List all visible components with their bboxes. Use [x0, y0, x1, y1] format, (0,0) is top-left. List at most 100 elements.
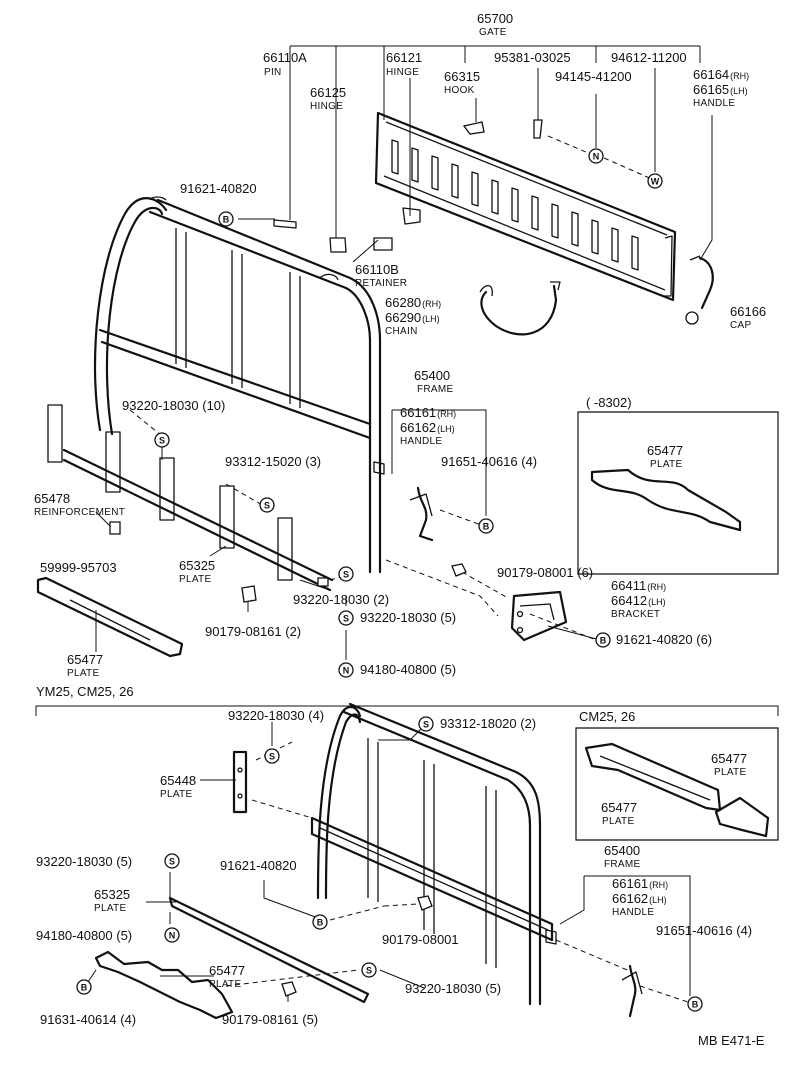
- part-number: 66110B: [355, 262, 399, 277]
- callout-n-icon: N: [169, 931, 176, 941]
- callout-s-icon: S: [159, 436, 165, 446]
- part-number: 66110A: [263, 50, 307, 65]
- part-number: 65477: [601, 800, 637, 815]
- plate-65477-top: [36, 576, 184, 658]
- reinforcement-strip: [47, 404, 334, 592]
- part-description: HINGE: [386, 67, 419, 78]
- callout-s-icon: S: [366, 966, 372, 976]
- part-number: 66280(RH): [385, 295, 441, 310]
- part-number: 65477: [647, 443, 683, 458]
- part-number: 65325: [94, 887, 130, 902]
- section-divider: [35, 705, 779, 716]
- part-number: 66162(LH): [612, 891, 667, 906]
- callout-b-icon: B: [81, 983, 88, 993]
- part-description: FRAME: [417, 384, 454, 395]
- part-number: 91621-40820: [220, 858, 297, 873]
- part-description: CAP: [730, 320, 751, 331]
- part-description: PLATE: [179, 574, 211, 585]
- part-number: 66164(RH): [693, 67, 749, 82]
- part-description: PLATE: [67, 668, 99, 679]
- part-number: 66290(LH): [385, 310, 440, 325]
- part-number: 91621-40820 (6): [616, 632, 712, 647]
- inset-title: CM25, 26: [579, 709, 635, 724]
- part-number: 66161(RH): [400, 405, 456, 420]
- diagram-code: MB E471-E: [698, 1033, 765, 1048]
- part-number: 93312-18020 (2): [440, 716, 536, 731]
- part-number: 91651-40616 (4): [656, 923, 752, 938]
- part-description: GATE: [479, 27, 507, 38]
- part-description: PIN: [264, 67, 282, 78]
- part-description: BRACKET: [611, 609, 660, 620]
- part-number: 65477: [711, 751, 747, 766]
- part-description: PLATE: [94, 903, 126, 914]
- callout-s-icon: S: [343, 614, 349, 624]
- part-description: PLATE: [650, 459, 682, 470]
- part-number: 59999-95703: [40, 560, 117, 575]
- part-number: 94180-40800 (5): [36, 928, 132, 943]
- tailgate: [374, 111, 677, 302]
- part-number: 90179-08161 (2): [205, 624, 301, 639]
- headboard-rack-bottom: [310, 702, 557, 1006]
- part-description: PLATE: [714, 767, 746, 778]
- inset-cm25: [575, 727, 779, 841]
- gate-ribs: [391, 139, 639, 271]
- part-number: 93220-18030 (5): [405, 981, 501, 996]
- gate-hardware: [273, 119, 714, 325]
- part-number: 93220-18030 (10): [122, 398, 225, 413]
- bracket-66411: [510, 590, 568, 642]
- part-description: HINGE: [310, 101, 343, 112]
- inset-8302: [577, 411, 779, 575]
- part-number: 93220-18030 (2): [293, 592, 389, 607]
- frame-handle-top: [409, 486, 434, 542]
- callout-n-icon: N: [343, 666, 350, 676]
- part-description: PLATE: [209, 979, 241, 990]
- part-description: HANDLE: [400, 436, 442, 447]
- bottom-nuts: [281, 895, 433, 997]
- part-number: 65400: [604, 843, 640, 858]
- part-number: 66121: [386, 50, 422, 65]
- part-number: 66125: [310, 85, 346, 100]
- headboard-rack-top: [93, 196, 385, 574]
- callout-b-icon: B: [223, 215, 230, 225]
- part-number: 93220-18030 (5): [360, 610, 456, 625]
- part-number: 90179-08001 (6): [497, 565, 593, 580]
- callout-n-icon: N: [593, 152, 600, 162]
- callout-b-icon: B: [317, 918, 324, 928]
- part-number: 93312-15020 (3): [225, 454, 321, 469]
- callout-s-icon: S: [423, 720, 429, 730]
- part-description: HANDLE: [612, 907, 654, 918]
- part-number: 91621-40820: [180, 181, 257, 196]
- part-number: 66166: [730, 304, 766, 319]
- callout-circles: B N W S S B S S N B S S S N B S B B: [76, 148, 703, 1012]
- part-number: 66412(LH): [611, 593, 666, 608]
- callout-b-icon: B: [483, 522, 490, 532]
- callout-s-icon: S: [343, 570, 349, 580]
- callout-s-icon: S: [264, 501, 270, 511]
- callout-s-icon: S: [269, 752, 275, 762]
- part-number: 66315: [444, 69, 480, 84]
- part-number: 66411(RH): [611, 578, 666, 593]
- section-title: YM25, CM25, 26: [36, 684, 134, 699]
- part-number: 65400: [414, 368, 450, 383]
- chain: [479, 281, 561, 336]
- part-number: 94180-40800 (5): [360, 662, 456, 677]
- frame-handle-bottom: [621, 964, 643, 1018]
- part-description: RETAINER: [355, 278, 407, 289]
- part-number: 65448: [160, 773, 196, 788]
- part-number: 95381-03025: [494, 50, 571, 65]
- part-number: 66162(LH): [400, 420, 455, 435]
- part-description: CHAIN: [385, 326, 418, 337]
- part-number: 91631-40614 (4): [40, 1012, 136, 1027]
- callout-b-icon: B: [692, 1000, 699, 1010]
- part-description: FRAME: [604, 859, 641, 870]
- part-number: 66161(RH): [612, 876, 668, 891]
- part-description: REINFORCEMENT: [34, 507, 125, 518]
- plate-65448: [232, 750, 248, 814]
- part-number: 66165(LH): [693, 82, 748, 97]
- part-description: HANDLE: [693, 98, 735, 109]
- part-number: 90179-08161 (5): [222, 1012, 318, 1027]
- inset-title: ( -8302): [586, 395, 632, 410]
- part-description: PLATE: [602, 816, 634, 827]
